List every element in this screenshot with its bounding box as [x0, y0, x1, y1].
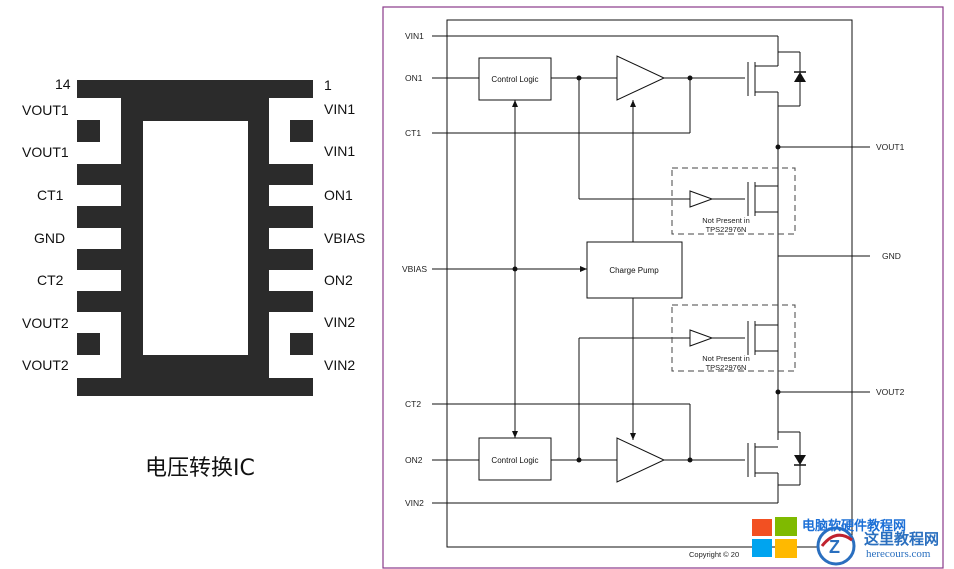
windows-logo-icon	[752, 517, 797, 558]
right-pin-label: VIN2	[324, 314, 356, 330]
exposed-pad	[143, 121, 248, 355]
left-pin-label: VOUT1	[22, 102, 69, 118]
copyright-text: Copyright © 20	[689, 550, 739, 559]
left-pin-label: CT1	[37, 187, 64, 203]
right-pin-label: ON2	[324, 272, 353, 288]
note-line: Not Present in	[702, 216, 750, 225]
right-pin-label: VIN1	[324, 101, 356, 117]
diagram-frame	[382, 6, 944, 569]
note-line: TPS22976N	[706, 225, 747, 234]
input-label: CT2	[405, 399, 421, 409]
watermark-line3: herecours.com	[866, 548, 931, 560]
optional-block	[671, 167, 796, 235]
left-pin-label: VOUT2	[22, 315, 69, 331]
control-logic-label: Control Logic	[491, 456, 538, 465]
right-pin-label: VIN1	[324, 143, 356, 159]
optional-block	[671, 304, 796, 372]
pin-14-label: 14	[55, 76, 71, 92]
control-logic-label: Control Logic	[491, 75, 538, 84]
left-pin-label: GND	[34, 230, 66, 246]
output-label: GND	[882, 251, 901, 261]
buffer-symbol	[689, 190, 714, 208]
control-logic-block	[478, 57, 552, 101]
site-badge-icon: Z	[816, 526, 856, 566]
right-pin-label: VIN2	[324, 357, 356, 373]
input-label: ON1	[405, 73, 423, 83]
input-label: VBIAS	[402, 264, 427, 274]
left-pin-label: VOUT2	[22, 357, 69, 373]
watermark-line2: 这里教程网	[864, 530, 940, 548]
output-label: VOUT2	[876, 387, 905, 397]
output-label: VOUT1	[876, 142, 905, 152]
input-label: ON2	[405, 455, 423, 465]
input-label: VIN1	[405, 31, 424, 41]
charge-pump-label: Charge Pump	[609, 266, 659, 275]
left-pin-label: CT2	[37, 272, 64, 288]
left-pin-label: VOUT1	[22, 144, 69, 160]
note-line: Not Present in	[702, 354, 750, 363]
control-logic-block	[478, 437, 552, 481]
input-label: CT1	[405, 128, 421, 138]
watermark-line1: 电脑软硬件教程网	[802, 519, 907, 534]
svg-text:Z: Z	[829, 537, 840, 557]
buffer-symbol	[616, 55, 666, 101]
pin-1-label: 1	[324, 77, 332, 93]
note-line: TPS22976N	[706, 363, 747, 372]
right-pin-label: ON1	[324, 187, 353, 203]
buffer-symbol	[689, 329, 714, 347]
package-caption: 电压转换IC	[145, 456, 255, 481]
buffer-symbol	[616, 437, 666, 483]
ic-boundary	[446, 19, 853, 548]
input-label: VIN2	[405, 498, 424, 508]
right-pin-label: VBIAS	[324, 230, 366, 246]
charge-pump-block	[586, 241, 683, 299]
diode-symbol	[794, 72, 806, 82]
chip-package	[77, 80, 313, 396]
diode-symbol	[794, 455, 806, 465]
